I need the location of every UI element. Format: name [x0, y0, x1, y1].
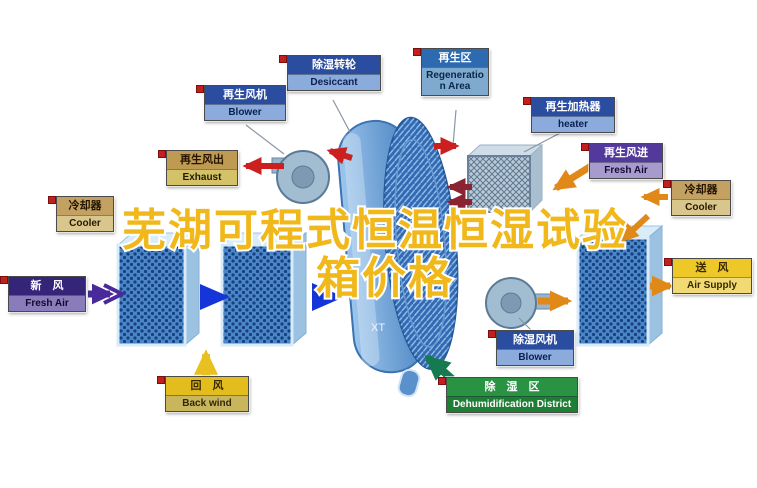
label-back-wind-en: Back wind	[166, 394, 248, 412]
label-regen-blower-zh: 再生风机	[205, 86, 285, 104]
label-air-supply-en: Air Supply	[673, 276, 751, 294]
process-unit-right	[576, 224, 664, 347]
label-regeneration-area-zh: 再生区	[422, 49, 488, 67]
label-regen-blower-en: Blower	[205, 103, 285, 121]
wheel-mark-text: XT	[371, 322, 385, 334]
regen-blower-fan	[271, 150, 330, 204]
label-fresh-air-en: Fresh Air	[9, 294, 85, 312]
label-dehumid-blower: 除湿风机 Blower	[488, 330, 574, 367]
label-regen-heater: 再生加热器 heater	[523, 97, 615, 134]
label-regen-fresh-air-en: Fresh Air	[590, 161, 662, 179]
label-desiccant-en: Desiccant	[288, 73, 380, 91]
label-back-wind: 回 风 Back wind	[157, 376, 249, 413]
label-regen-heater-en: heater	[532, 115, 614, 133]
process-unit-left	[116, 231, 201, 347]
label-desiccant: 除湿转轮 Desiccant	[279, 55, 381, 92]
label-desiccant-zh: 除湿转轮	[288, 56, 380, 74]
arrow-process-2	[312, 283, 344, 311]
arrow-wheel-to-fan	[326, 147, 353, 165]
label-regeneration-area-en: Regeneration Area	[422, 66, 488, 95]
regen-heater-unit	[466, 143, 544, 214]
label-regen-fresh-air: 再生风进 Fresh Air	[581, 143, 663, 180]
desiccant-wheel	[337, 116, 459, 374]
label-cooler-right-en: Cooler	[672, 198, 730, 216]
label-regen-blower: 再生风机 Blower	[196, 85, 286, 122]
label-back-wind-zh: 回 风	[166, 377, 248, 395]
label-dehumid-blower-zh: 除湿风机	[497, 331, 573, 349]
label-fresh-air: 新 风 Fresh Air	[0, 276, 86, 313]
label-exhaust: 再生风出 Exhaust	[158, 150, 238, 187]
label-dehumid-blower-en: Blower	[497, 348, 573, 366]
arrow-process-1	[200, 284, 230, 310]
label-air-supply: 送 风 Air Supply	[664, 258, 752, 295]
label-dehumid-district: 除 湿 区 Dehumidification District	[438, 377, 578, 414]
label-cooler-right-zh: 冷却器	[672, 181, 730, 199]
label-regen-heater-zh: 再生加热器	[532, 98, 614, 116]
wheel-seal	[397, 368, 421, 398]
label-cooler-right: 冷却器 Cooler	[663, 180, 731, 217]
label-cooler-left-zh: 冷却器	[57, 197, 113, 215]
label-dehumid-district-zh: 除 湿 区	[447, 378, 577, 396]
arrow-dehumid-zone	[424, 354, 455, 383]
label-exhaust-zh: 再生风出	[167, 151, 237, 169]
label-cooler-left: 冷却器 Cooler	[48, 196, 114, 233]
label-regen-fresh-air-zh: 再生风进	[590, 144, 662, 162]
label-cooler-left-en: Cooler	[57, 214, 113, 232]
process-unit-center	[220, 231, 308, 347]
label-dehumid-district-en: Dehumidification District	[447, 395, 577, 413]
airflow-arrows	[88, 137, 675, 383]
arrow-fresh-air-chevron	[103, 283, 127, 305]
arrow-cooler-to-unit	[619, 213, 651, 243]
label-exhaust-en: Exhaust	[167, 168, 237, 186]
label-fresh-air-zh: 新 风	[9, 277, 85, 295]
label-air-supply-zh: 送 风	[673, 259, 751, 277]
label-regeneration-area: 再生区 Regeneration Area	[413, 48, 489, 96]
